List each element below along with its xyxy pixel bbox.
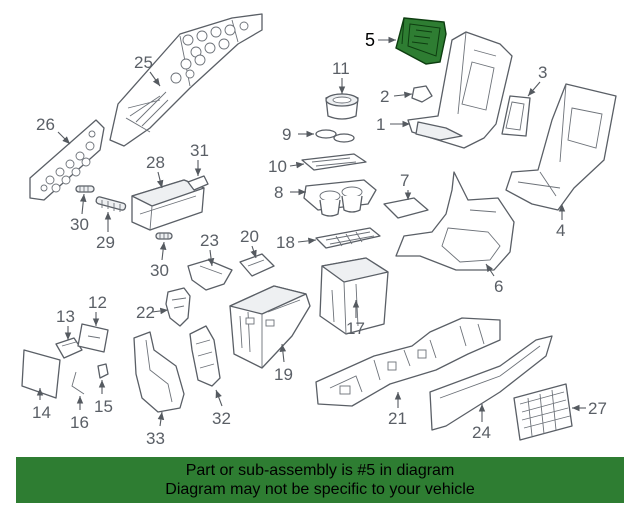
callout-19: 19 — [274, 365, 293, 384]
callout-6: 6 — [494, 277, 503, 296]
callout-26: 26 — [36, 115, 55, 134]
callout-29: 29 — [96, 233, 115, 252]
part-11-cup-holder — [325, 93, 359, 120]
part-14-flap — [21, 349, 61, 399]
part-16-wire — [71, 371, 85, 395]
banner-line-1: Part or sub-assembly is #5 in diagram — [185, 462, 455, 479]
part-22-clip — [165, 287, 191, 327]
part-18-liner — [315, 227, 381, 249]
part-28-armrest-lid — [131, 179, 205, 231]
callout-27: 27 — [588, 399, 607, 418]
callout-3: 3 — [538, 63, 547, 82]
part-31-latch — [187, 175, 209, 191]
part-27-mesh-net — [513, 383, 573, 441]
callout-15: 15 — [94, 397, 113, 416]
info-banner: Part or sub-assembly is #5 in diagram Di… — [16, 457, 624, 503]
callout-17: 17 — [346, 319, 365, 338]
part-21-base-frame — [315, 317, 501, 407]
part-10-mat — [301, 153, 367, 171]
callout-21: 21 — [388, 409, 407, 428]
part-29-rod — [95, 196, 127, 212]
part-7-plate — [383, 197, 429, 219]
part-30-pin-lower — [155, 232, 173, 240]
banner-line-2: Diagram may not be specific to your vehi… — [165, 481, 475, 498]
part-30-pin-upper — [75, 185, 95, 193]
callout-28: 28 — [146, 153, 165, 172]
callout-4: 4 — [556, 221, 565, 240]
part-33-side-panel — [133, 331, 185, 413]
part-13-box — [55, 337, 83, 359]
callout-12: 12 — [88, 293, 107, 312]
part-5-highlighted — [395, 17, 447, 65]
callout-5: 5 — [365, 30, 375, 50]
callout-18: 18 — [276, 233, 295, 252]
part-17-storage-bin — [319, 257, 389, 335]
callout-10: 10 — [268, 157, 287, 176]
part-24-long-trim — [429, 335, 553, 431]
callout-9: 9 — [282, 125, 291, 144]
part-32-bracket — [189, 325, 221, 387]
part-25-side-panel — [109, 13, 263, 147]
callout-20: 20 — [240, 227, 259, 246]
callout-23: 23 — [200, 231, 219, 250]
part-19-console-housing — [229, 285, 311, 369]
callout-22: 22 — [136, 303, 155, 322]
callout-32: 32 — [212, 409, 231, 428]
callout-25: 25 — [134, 53, 153, 72]
part-12-panel — [77, 323, 109, 353]
callout-31: 31 — [190, 141, 209, 160]
part-20-bracket — [239, 253, 275, 277]
callout-14: 14 — [32, 403, 51, 422]
part-6-bezel — [395, 171, 515, 271]
part-4-rear-console — [505, 83, 617, 211]
callout-16: 16 — [70, 413, 89, 432]
part-26-trim-panel — [29, 119, 105, 201]
callout-33: 33 — [146, 429, 165, 448]
callout-11: 11 — [332, 59, 350, 78]
callout-13: 13 — [56, 307, 75, 326]
callout-2: 2 — [380, 87, 389, 106]
callout-7: 7 — [400, 171, 409, 190]
callout-30-lower: 30 — [150, 261, 169, 280]
part-8-cup-tray — [303, 179, 377, 217]
part-23-bracket — [187, 259, 233, 291]
part-2-clip — [411, 85, 433, 103]
parts-diagram: 25 26 30 29 28 31 30 — [21, 13, 617, 448]
callout-8: 8 — [274, 183, 283, 202]
callout-30-upper: 30 — [70, 215, 89, 234]
callout-24: 24 — [472, 423, 491, 442]
part-15-spring-clip — [97, 363, 109, 379]
part-1-console-top — [407, 31, 513, 149]
part-3-insert — [501, 95, 531, 137]
callout-1: 1 — [376, 115, 385, 134]
part-9-rings — [315, 129, 355, 143]
